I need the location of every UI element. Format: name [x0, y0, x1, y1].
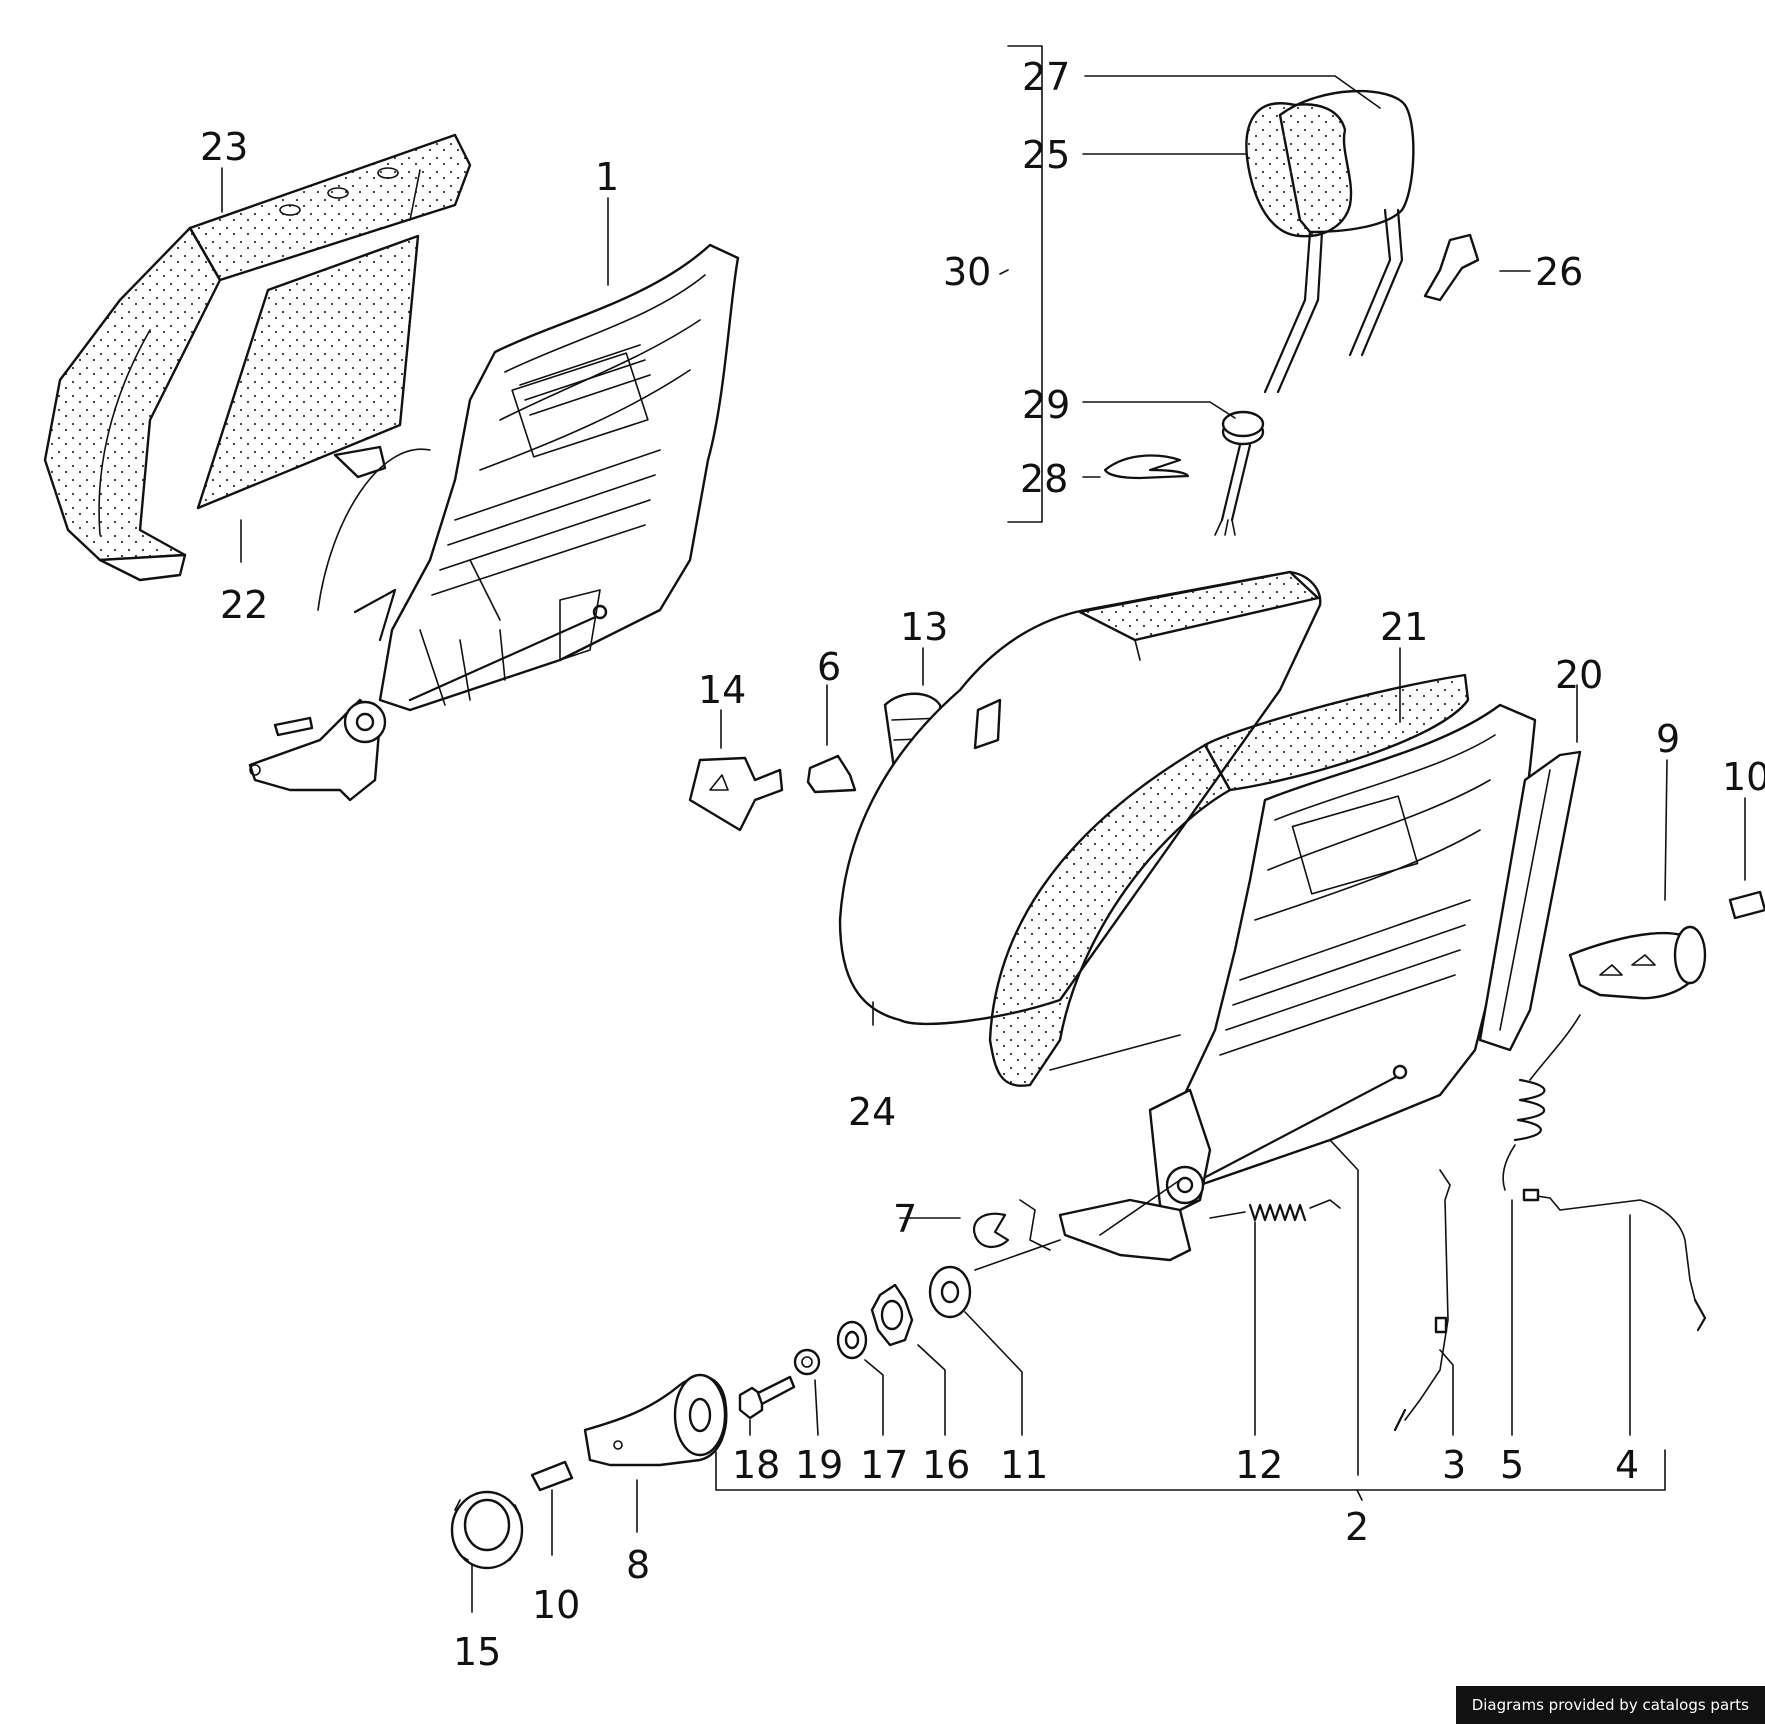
callout-16: 16 — [922, 1443, 970, 1487]
callout-30: 30 — [943, 250, 991, 294]
part-2-frame-assembly — [1058, 703, 1537, 1262]
part-9-adjuster-lever — [1568, 925, 1707, 1000]
callout-23: 23 — [200, 125, 248, 169]
part-10-pin-left — [530, 1460, 574, 1492]
callout-2: 2 — [1345, 1505, 1369, 1549]
part-11-bearing — [928, 1265, 972, 1319]
part-15-knob — [450, 1490, 524, 1570]
callout-19: 19 — [795, 1443, 843, 1487]
callout-13: 13 — [900, 605, 948, 649]
part-19-star-washer — [793, 1348, 821, 1376]
callout-15: 15 — [453, 1630, 501, 1674]
part-10-pin-right — [1728, 890, 1765, 920]
part-22-pad — [196, 234, 420, 510]
part-18-bolt — [738, 1375, 796, 1420]
callout-12: 12 — [1235, 1443, 1283, 1487]
callout-10-left: 10 — [532, 1583, 580, 1627]
callout-5: 5 — [1500, 1443, 1524, 1487]
callout-10-right: 10 — [1722, 755, 1765, 799]
part-16-ratchet — [870, 1283, 914, 1347]
callouts: 1 2 3 4 5 6 7 8 9 10 11 12 13 14 15 16 1… — [200, 55, 1765, 1674]
part-23-backrest-padding — [43, 133, 472, 582]
callout-3: 3 — [1442, 1443, 1466, 1487]
callout-6: 6 — [817, 645, 841, 689]
part-5-spring — [1502, 1014, 1581, 1191]
callout-21: 21 — [1380, 605, 1428, 649]
part-27-headrest — [1245, 89, 1415, 394]
callout-11: 11 — [1000, 1443, 1048, 1487]
callout-20: 20 — [1555, 653, 1603, 697]
part-14-side-cover — [688, 756, 784, 832]
callout-26: 26 — [1535, 250, 1583, 294]
shaft-axis-line — [974, 1239, 1061, 1271]
part-6-clip — [806, 754, 857, 794]
part-1-backrest-frame — [248, 243, 740, 802]
callout-22: 22 — [220, 583, 268, 627]
part-21-backrest-padding — [988, 673, 1470, 1087]
attribution-badge: Diagrams provided by catalogs parts — [1455, 1686, 1765, 1724]
part-28-spring-clip — [1103, 454, 1190, 480]
part-8-adjuster-lever — [583, 1373, 728, 1467]
callout-14: 14 — [698, 668, 746, 712]
callout-29: 29 — [1022, 383, 1070, 427]
part-24-backrest-cover — [838, 570, 1322, 1026]
callout-25: 25 — [1022, 133, 1070, 177]
part-17-washer — [836, 1320, 868, 1360]
callout-1: 1 — [595, 155, 619, 199]
part-20-trim-strip — [1478, 750, 1582, 1052]
callout-24: 24 — [848, 1090, 896, 1134]
callout-27: 27 — [1022, 55, 1070, 99]
part-29-guide-sleeve — [1214, 410, 1265, 536]
callout-18: 18 — [732, 1443, 780, 1487]
leader-lines — [221, 45, 1746, 1613]
callout-4: 4 — [1615, 1443, 1639, 1487]
part-3-cable — [1393, 1169, 1451, 1432]
callout-17: 17 — [860, 1443, 908, 1487]
part-7-circlip — [972, 1199, 1051, 1251]
callout-28: 28 — [1020, 457, 1068, 501]
part-12-spring — [1209, 1199, 1341, 1222]
part-26-headrest-guide — [1423, 233, 1480, 302]
callout-7: 7 — [893, 1197, 917, 1241]
callout-8: 8 — [626, 1543, 650, 1587]
part-4-cable — [1522, 1188, 1707, 1332]
callout-9: 9 — [1656, 717, 1680, 761]
